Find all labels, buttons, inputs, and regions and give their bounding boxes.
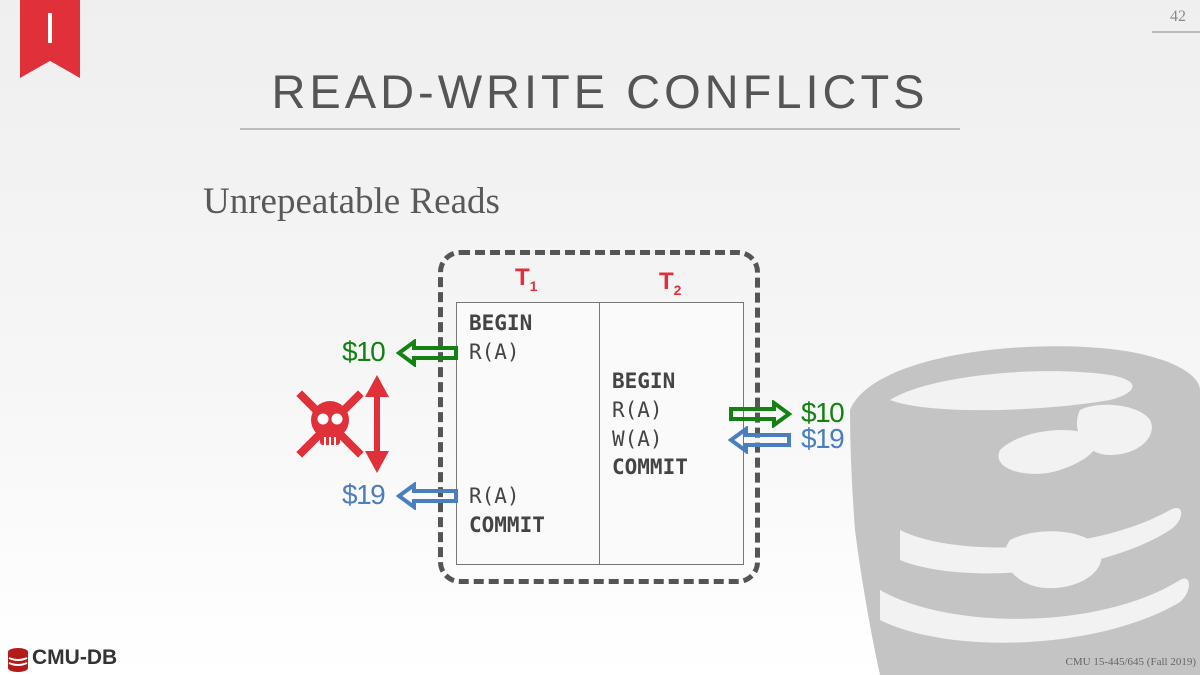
t1-first-read-value: $10 bbox=[342, 336, 386, 367]
read-arrow-left-blue bbox=[396, 482, 458, 510]
t1-commit: COMMIT bbox=[469, 513, 545, 537]
cmu-db-logo-icon bbox=[8, 648, 28, 672]
page-number: 42 bbox=[1170, 8, 1186, 25]
skull-crossbones-icon bbox=[296, 390, 364, 458]
slide-subtitle: Unrepeatable Reads bbox=[203, 181, 500, 222]
t1-label: T1 bbox=[515, 264, 538, 294]
slide-title: READ-WRITE CONFLICTS bbox=[271, 65, 929, 118]
t2-read: R(A) bbox=[612, 398, 663, 422]
bookmark-icon bbox=[20, 0, 80, 78]
t1-second-read-value: $19 bbox=[342, 479, 386, 510]
t2-write: W(A) bbox=[612, 427, 663, 451]
t2-commit: COMMIT bbox=[612, 455, 688, 479]
title-divider bbox=[240, 128, 960, 130]
t2-label: T2 bbox=[659, 268, 682, 298]
page-number-rule bbox=[1152, 31, 1200, 33]
t1-read-2: R(A) bbox=[469, 484, 520, 508]
column-divider bbox=[599, 302, 600, 565]
write-arrow-left-blue bbox=[727, 426, 791, 454]
t1-read-1: R(A) bbox=[469, 340, 520, 364]
schedule-table bbox=[456, 302, 744, 565]
read-arrow-left-green bbox=[396, 339, 458, 367]
course-footer: CMU 15-445/645 (Fall 2019) bbox=[1065, 656, 1196, 668]
read-arrow-right-green bbox=[729, 400, 793, 428]
t2-read-value: $10 bbox=[801, 397, 845, 428]
cmu-db-logo: CMU-DB bbox=[32, 646, 118, 669]
t2-begin: BEGIN bbox=[612, 369, 676, 393]
t2-write-value: $19 bbox=[801, 423, 845, 454]
t1-begin: BEGIN bbox=[469, 311, 533, 335]
database-icon bbox=[850, 346, 1200, 675]
double-arrow-icon bbox=[365, 375, 389, 473]
